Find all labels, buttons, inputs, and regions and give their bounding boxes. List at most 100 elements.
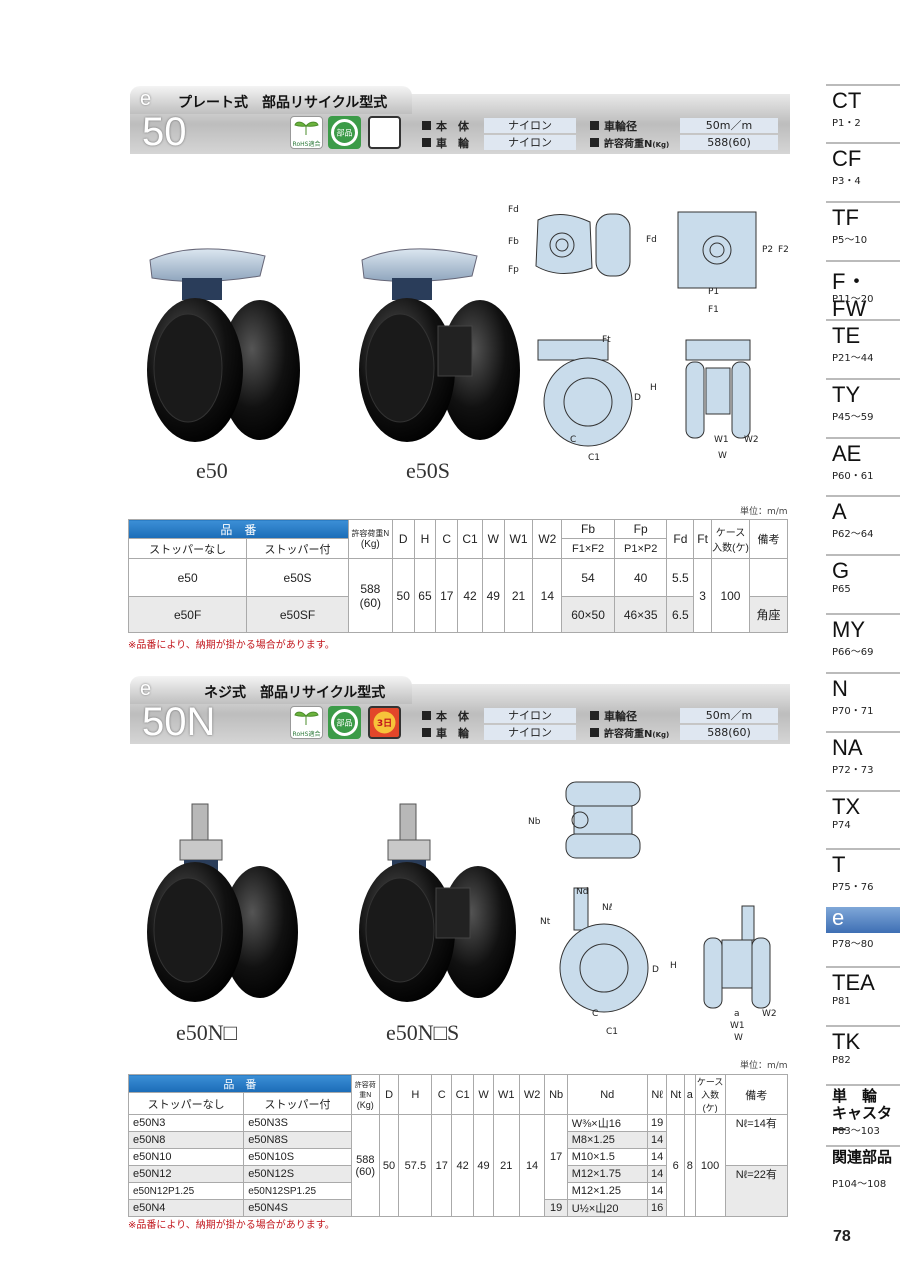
svg-text:D: D (652, 965, 659, 975)
svg-text:Nt: Nt (540, 917, 551, 927)
svg-text:C1: C1 (606, 1027, 618, 1037)
side-index-pages: P60・61 (832, 471, 874, 482)
side-index-item[interactable]: AE P60・61 (826, 437, 900, 485)
svg-text:Ft: Ft (602, 335, 611, 345)
side-index-pages: P21〜44 (832, 353, 874, 364)
side-index-pages: P82 (832, 1055, 851, 1066)
svg-text:W1: W1 (730, 1021, 745, 1031)
side-index-code: G (832, 558, 850, 583)
side-index-code: TF (832, 205, 859, 230)
blank-badge (368, 116, 401, 149)
section-title: ネジ式 部品リサイクル型式 (204, 685, 386, 701)
label-e50s: e50S (406, 458, 450, 483)
series-number: 50N (142, 700, 216, 744)
unit-label-1: 単位：m/m (740, 507, 788, 517)
side-index-pages: P11〜20 (832, 294, 874, 305)
svg-text:P1: P1 (708, 287, 719, 297)
svg-text:Fd: Fd (646, 235, 657, 245)
svg-text:W1: W1 (714, 435, 729, 445)
caster-e50n-image (147, 803, 298, 1002)
series-number: 50 (142, 110, 187, 154)
spec-block: 本 体 ナイロン 車輪径 50m／m 車 輪 ナイロン 許容荷重N(Kg) 58… (422, 118, 784, 152)
side-index-code: T (832, 852, 846, 877)
side-index-pages: P45〜59 (832, 412, 874, 423)
label-e50: e50 (196, 458, 228, 483)
side-index-code: A (832, 499, 847, 524)
unit-label-2: 単位：m/m (740, 1061, 788, 1071)
svg-text:W: W (734, 1033, 743, 1043)
side-index-code: MY (832, 617, 865, 642)
side-index-item[interactable]: TY P45〜59 (826, 378, 900, 426)
svg-text:C: C (570, 435, 576, 445)
series-letter: e (140, 88, 152, 110)
note-1: ※品番により、納期が掛かる場合があります。 (128, 640, 335, 651)
side-index-pages: P78〜80 (832, 939, 874, 950)
svg-text:C: C (592, 1009, 598, 1019)
side-index-code: TEA (832, 970, 875, 995)
side-index-item[interactable]: A P62〜64 (826, 495, 900, 543)
recycle-icon: 部品 (331, 119, 358, 146)
side-index-pages: P72・73 (832, 765, 874, 776)
side-index-code: 単 輪 キャスター (832, 1088, 893, 1139)
side-index-item[interactable]: TF P5〜10 (826, 201, 900, 249)
side-index-pages: P75・76 (832, 882, 874, 893)
page-number: 78 (833, 1228, 851, 1245)
calendar-icon: 3日 (373, 711, 396, 734)
side-index-item[interactable]: T P75・76 (826, 848, 900, 896)
svg-text:Fd: Fd (508, 205, 519, 215)
series-letter: e (140, 678, 152, 700)
side-index-code: TE (832, 323, 861, 348)
svg-text:H: H (650, 383, 657, 393)
caster-e50s-image (359, 248, 520, 442)
svg-text:部品: 部品 (337, 718, 353, 728)
svg-text:a: a (734, 1009, 740, 1019)
spec-block: 本 体 ナイロン 車輪径 50m／m 車 輪 ナイロン 許容荷重N(Kg) 58… (422, 708, 784, 742)
side-index-code: 関連部品 (832, 1149, 893, 1166)
svg-text:Nb: Nb (528, 817, 541, 827)
side-index-code: NA (832, 735, 863, 760)
svg-text:Nℓ: Nℓ (602, 903, 612, 913)
side-index-pages: P5〜10 (832, 235, 868, 246)
svg-text:部品: 部品 (337, 128, 353, 138)
svg-text:W2: W2 (744, 435, 759, 445)
side-index-pages: P81 (832, 996, 851, 1007)
side-index-code: TY (832, 382, 861, 407)
side-index-code: CF (832, 146, 862, 171)
sprout-icon (294, 711, 319, 725)
side-index-pages: P62〜64 (832, 529, 874, 540)
sprout-icon (294, 121, 319, 135)
side-index-item[interactable]: NA P72・73 (826, 731, 900, 779)
spec-table-2: 品 番 許容荷重N(Kg) D H C C1 W W1 W2 Nb Nd Nℓ … (127, 1073, 789, 1217)
svg-text:Fb: Fb (508, 237, 519, 247)
svg-text:Nd: Nd (576, 887, 588, 897)
caster-e50-image (147, 248, 300, 442)
section2-header: e 50N ネジ式 部品リサイクル型式 RoHS適合 部品 3日 本 体 ナイロ… (130, 676, 790, 744)
section1-header: e 50 プレート式 部品リサイクル型式 RoHS適合 部品 本 体 ナイロン … (130, 86, 790, 154)
svg-text:W2: W2 (762, 1009, 777, 1019)
label-e50n: e50N□ (176, 1020, 237, 1045)
side-index-item[interactable]: TE P21〜44 (826, 319, 900, 367)
svg-text:H: H (670, 961, 677, 971)
svg-text:3日: 3日 (377, 718, 392, 729)
side-index-code: F・FW (832, 269, 868, 321)
side-index-pages: P70・71 (832, 706, 874, 717)
side-index-pages: P83〜103 (832, 1126, 880, 1137)
recycle-parts-badge: 部品 (328, 706, 361, 739)
svg-text:P2: P2 (762, 245, 773, 255)
side-index-code: AE (832, 441, 862, 466)
side-index-pages: P65 (832, 584, 851, 595)
svg-text:C1: C1 (588, 453, 600, 463)
side-index-code: TX (832, 794, 861, 819)
